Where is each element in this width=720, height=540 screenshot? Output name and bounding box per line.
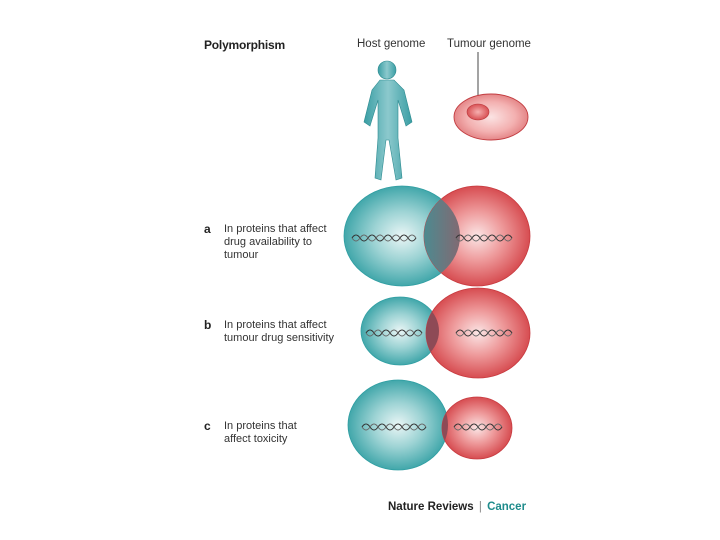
dna-helix-icon: [455, 329, 513, 337]
row-c-description: In proteins that affect toxicity: [224, 420, 354, 446]
row-b-venn: [360, 287, 531, 379]
tumour-genome-label: Tumour genome: [447, 38, 531, 50]
journal-name: Cancer: [487, 501, 527, 513]
row-c-line: affect toxicity: [224, 433, 288, 445]
row-b-description: In proteins that affect tumour drug sens…: [224, 319, 364, 345]
row-b-letter: b: [204, 318, 212, 332]
row-b-line: tumour drug sensitivity: [224, 332, 335, 344]
human-figure-icon: [363, 60, 413, 181]
row-a-description: In proteins that affect drug availabilit…: [224, 223, 354, 262]
row-c-letter: c: [204, 419, 211, 433]
row-b-line: In proteins that affect: [224, 319, 327, 331]
publisher-name: Nature Reviews: [388, 501, 474, 513]
tumour-cell-icon: [453, 52, 529, 141]
row-c-line: In proteins that: [224, 420, 297, 432]
row-a-line: In proteins that affect: [224, 223, 327, 235]
row-a-line: tumour: [224, 249, 259, 261]
diagram-title: Polymorphism: [204, 38, 285, 52]
dna-helix-icon: [455, 234, 513, 242]
journal-credit: Nature Reviews | Cancer: [388, 501, 526, 513]
row-c-venn: [347, 379, 513, 471]
credit-separator: |: [478, 501, 482, 513]
row-a-letter: a: [204, 222, 211, 236]
row-a-line: drug availability to: [224, 236, 313, 248]
dna-helix-icon: [365, 329, 423, 337]
row-a-venn: [343, 185, 531, 287]
host-genome-label: Host genome: [357, 38, 426, 50]
